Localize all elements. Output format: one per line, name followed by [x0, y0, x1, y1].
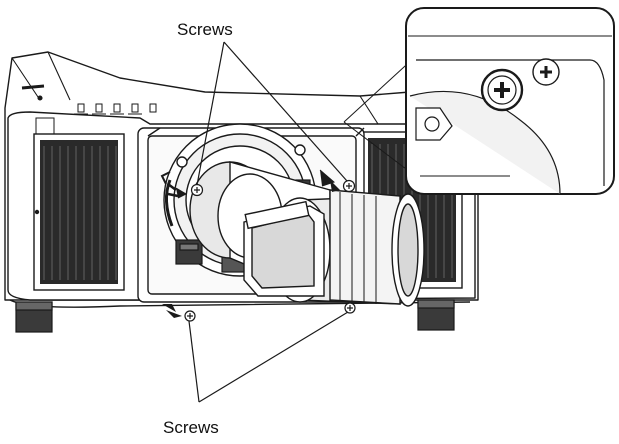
left-vent-grille [33, 133, 125, 291]
top-cover-details [11, 51, 379, 125]
magnified-inset [343, 7, 615, 195]
screws-callout-top: Screws [177, 20, 233, 39]
zoom-body [243, 200, 325, 297]
leader-lines [188, 41, 349, 403]
screws-callout-bottom: Screws [163, 418, 219, 437]
front-feet [15, 299, 455, 333]
screw-bottom-left [184, 310, 196, 322]
removal-arrows [162, 180, 340, 318]
screw-top-left [190, 183, 204, 197]
screw-bottom-right [344, 302, 356, 314]
indicator-panel [35, 103, 157, 135]
screw-top-right [342, 179, 356, 193]
